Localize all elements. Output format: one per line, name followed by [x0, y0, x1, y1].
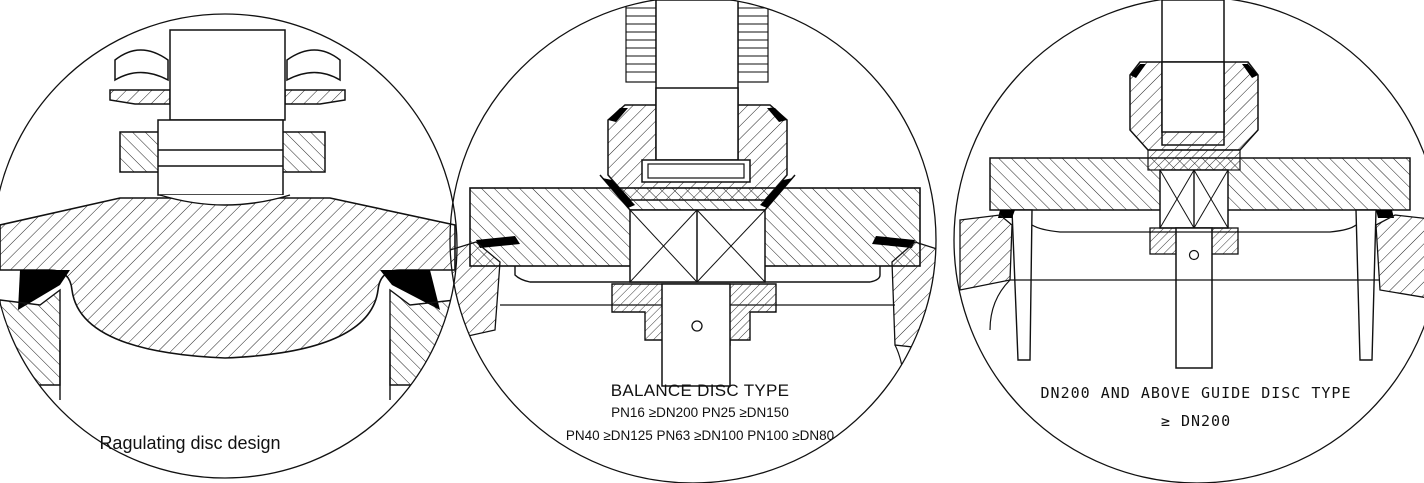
caption-balance-disc-line1: PN16 ≥DN200 PN25 ≥DN150 [611, 405, 789, 420]
panel-c-outline [953, 0, 1424, 483]
caption-guide-disc-title: DN200 AND ABOVE GUIDE DISC TYPE [1040, 384, 1352, 402]
panel-regulating-disc [0, 29, 456, 400]
panel-a-outline [0, 13, 458, 479]
caption-balance-disc-title: BALANCE DISC TYPE [610, 381, 790, 400]
panel-b-outline [449, 0, 937, 483]
panel-guide-disc [959, 0, 1424, 369]
caption-balance-disc-line2: PN40 ≥DN125 PN63 ≥DN100 PN100 ≥DN80 [565, 428, 835, 443]
caption-guide-disc-line1: ≥ DN200 [1160, 412, 1232, 430]
panel-balance-disc [450, 0, 936, 401]
caption-regulating-disc: Ragulating disc design [99, 433, 281, 453]
